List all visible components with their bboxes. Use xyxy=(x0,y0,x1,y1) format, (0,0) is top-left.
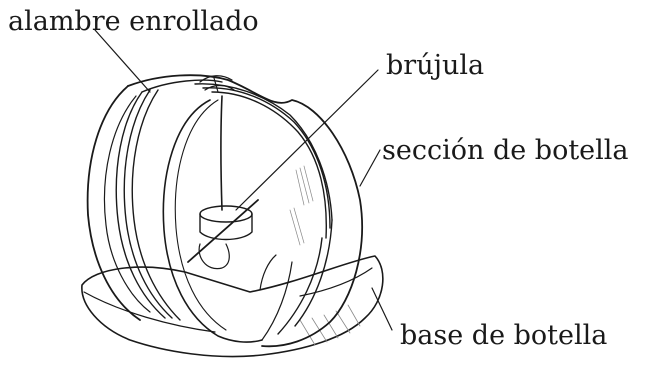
compass-label: brújula xyxy=(386,52,484,79)
bottle-base-label: base de botella xyxy=(400,322,607,349)
bottle-section-label: sección de botella xyxy=(382,137,629,164)
compass xyxy=(188,96,258,269)
leader-lines xyxy=(95,30,392,330)
coiled-wire-label: alambre enrollado xyxy=(8,8,259,35)
